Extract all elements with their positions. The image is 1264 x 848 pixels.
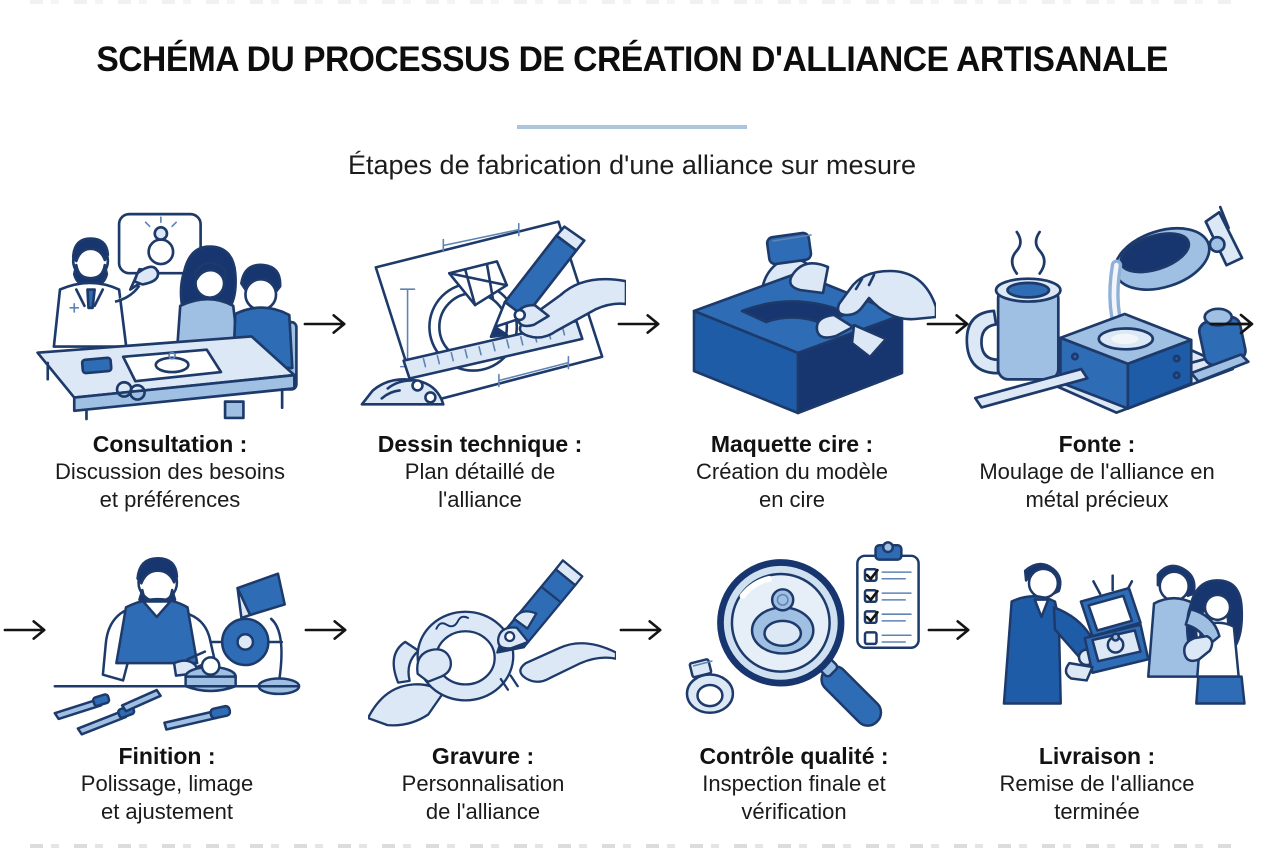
step-gravure-caption: Gravure : Personnalisation de l'alliance (333, 742, 633, 826)
step-gravure-cell (368, 540, 616, 742)
step-finition-cell (40, 540, 312, 742)
cutoff-print-bottom (30, 844, 1234, 848)
step-description: Inspection finale et vérification (702, 771, 886, 824)
step-maquette-cell (656, 208, 936, 420)
step-description: Polissage, limage et ajustement (80, 771, 254, 824)
step-title: Finition : (118, 743, 216, 769)
step-description: Remise de l'alliance terminée (999, 771, 1195, 824)
step-title: Fonte : (1058, 431, 1136, 457)
step-livraison-cell (958, 540, 1250, 742)
step-title: Dessin technique : (377, 431, 583, 457)
flow-arrow-icon (618, 618, 666, 642)
step-title: Gravure : (431, 743, 535, 769)
title-divider (517, 125, 747, 129)
page-subtitle-text: Étapes de fabrication d'une alliance sur… (348, 150, 916, 180)
delivery-illustration-icon (1002, 562, 1246, 705)
step-livraison-caption: Livraison : Remise de l'alliance terminé… (947, 742, 1247, 826)
step-description: Création du modèle en cire (695, 459, 888, 512)
quality-check-illustration-icon (685, 541, 920, 727)
flow-arrow-icon (616, 312, 664, 336)
step-consultation-caption: Consultation : Discussion des besoins et… (20, 430, 320, 514)
step-controle-caption: Contrôle qualité : Inspection finale et … (644, 742, 944, 826)
polishing-illustration-icon (53, 557, 301, 736)
step-fonte-cell (958, 205, 1250, 423)
consultation-illustration-icon (36, 212, 298, 421)
page-title: SCHÉMA DU PROCESSUS DE CRÉATION D'ALLIAN… (0, 40, 1264, 80)
technical-drawing-illustration-icon (360, 220, 626, 406)
step-fonte-caption: Fonte : Moulage de l'alliance en métal p… (947, 430, 1247, 514)
step-description: Discussion des besoins et préférences (55, 459, 285, 512)
step-finition-caption: Finition : Polissage, limage et ajusteme… (17, 742, 317, 826)
step-description: Moulage de l'alliance en métal précieux (979, 459, 1215, 512)
flow-arrow-icon (303, 618, 351, 642)
step-dessin-cell (348, 205, 626, 423)
step-title: Livraison : (1038, 743, 1156, 769)
flow-arrow-icon (1206, 312, 1260, 336)
step-dessin-caption: Dessin technique : Plan détaillé de l'al… (330, 430, 630, 514)
casting-illustration-icon (965, 205, 1250, 414)
step-description: Plan détaillé de l'alliance (404, 459, 556, 512)
step-maquette-caption: Maquette cire : Création du modèle en ci… (642, 430, 942, 514)
flow-arrow-icon (926, 618, 974, 642)
step-controle-cell (664, 538, 932, 744)
page-subtitle: Étapes de fabrication d'une alliance sur… (0, 150, 1264, 181)
step-title: Maquette cire : (710, 431, 874, 457)
step-consultation-cell (22, 208, 314, 422)
flow-arrow-icon (925, 312, 973, 336)
page-title-text: SCHÉMA DU PROCESSUS DE CRÉATION D'ALLIAN… (96, 40, 1168, 79)
flow-arrow-icon (302, 312, 350, 336)
step-description: Personnalisation de l'alliance (401, 771, 565, 824)
step-title: Consultation : (92, 431, 248, 457)
cutoff-print-top (30, 0, 1234, 4)
step-title: Contrôle qualité : (699, 743, 889, 769)
engraving-illustration-icon (368, 559, 616, 727)
flow-arrow-icon (2, 618, 50, 642)
wax-model-illustration-icon (692, 231, 936, 415)
